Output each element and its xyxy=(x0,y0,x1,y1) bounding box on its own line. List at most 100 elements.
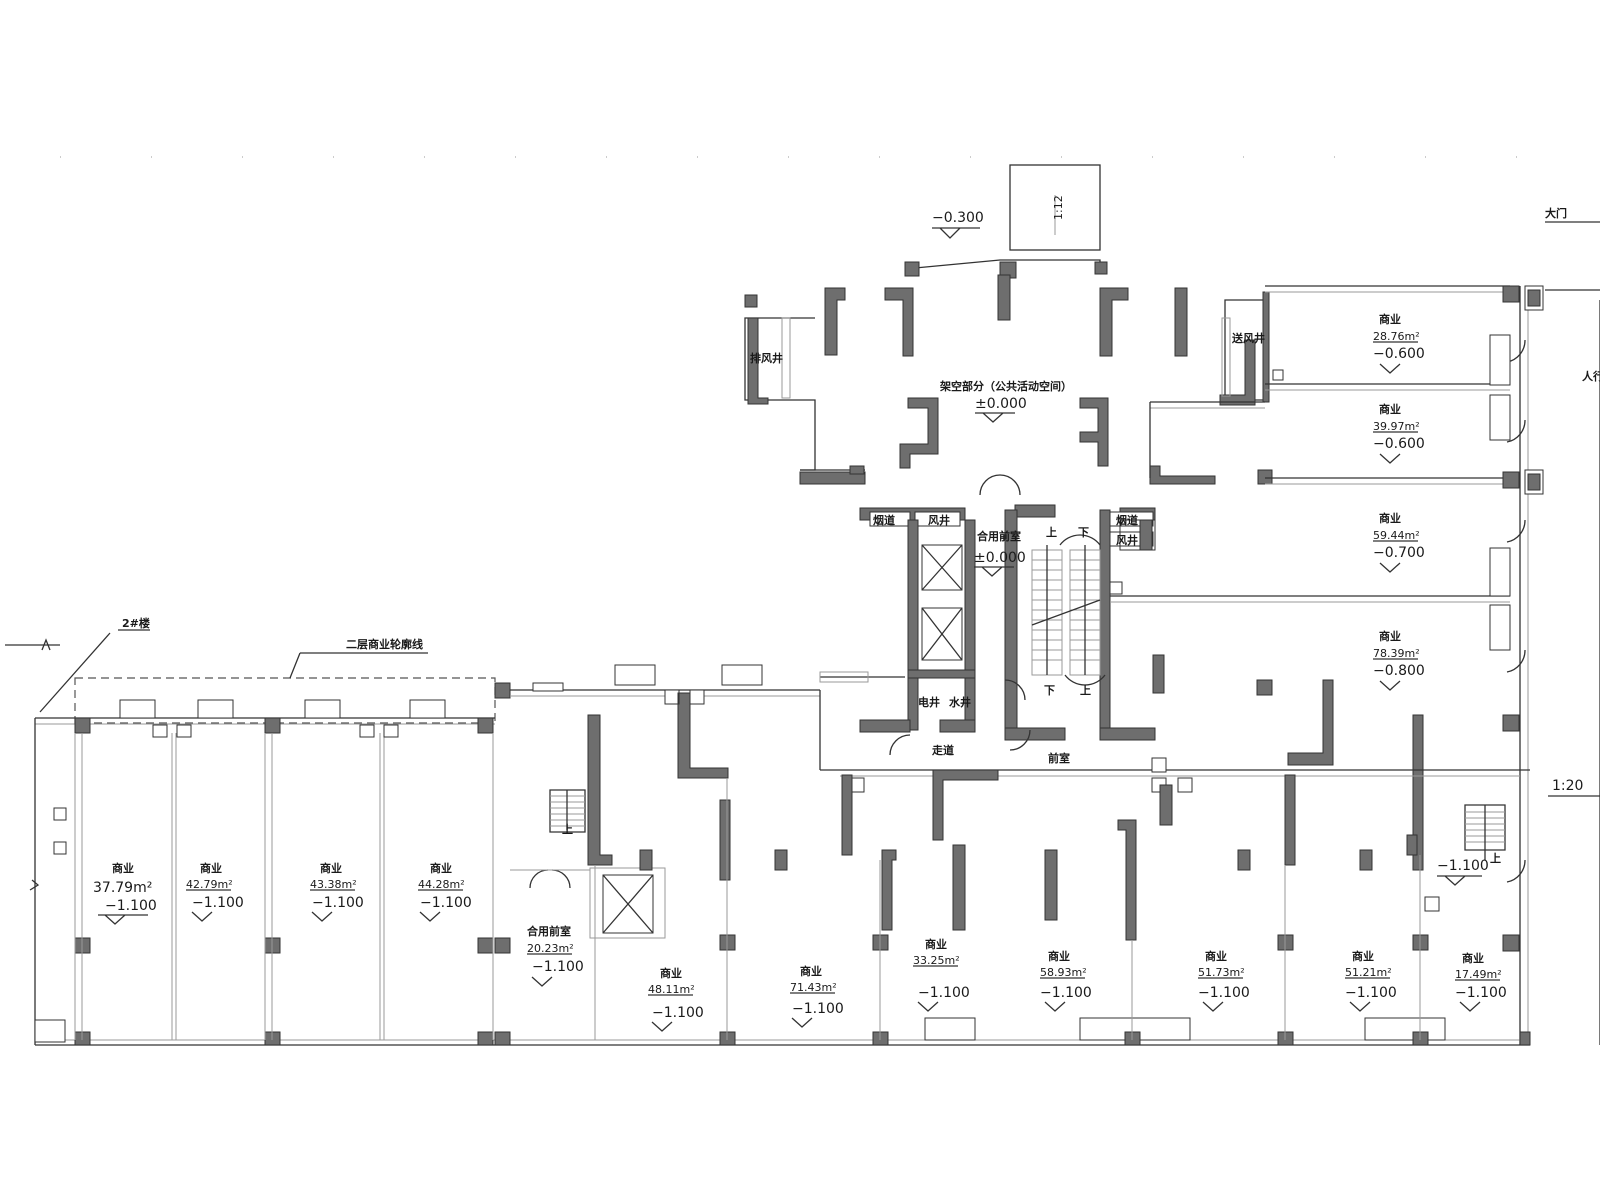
ramp-top xyxy=(1009,164,1101,251)
svg-text:39.97m²: 39.97m² xyxy=(1373,420,1420,433)
right-shop-1: 商业 28.76m² −0.600 xyxy=(1373,312,1425,374)
bottom-shop-4: 商业 58.93m² −1.100 xyxy=(1040,949,1092,1012)
svg-text:17.49m²: 17.49m² xyxy=(1455,968,1502,981)
open-space-level: ±0.000 xyxy=(975,396,1027,412)
svg-text:−0.800: −0.800 xyxy=(1373,663,1425,679)
svg-text:78.39m²: 78.39m² xyxy=(1373,647,1420,660)
svg-text:商业: 商业 xyxy=(1205,949,1227,963)
svg-text:商业: 商业 xyxy=(112,861,134,875)
stair-right-up: 上 xyxy=(1490,851,1501,865)
svg-text:商业: 商业 xyxy=(1379,629,1401,643)
svg-text:43.38m²: 43.38m² xyxy=(310,878,357,891)
svg-text:37.79m²: 37.79m² xyxy=(93,880,152,896)
bottom-shop-5: 商业 51.73m² −1.100 xyxy=(1198,949,1250,1012)
left-shop-3: 商业 43.38m² −1.100 xyxy=(310,861,364,922)
water-shaft-label: 水井 xyxy=(949,695,971,709)
svg-text:59.44m²: 59.44m² xyxy=(1373,529,1420,542)
stair-left-up: 上 xyxy=(562,822,573,836)
ramp-top-label: 1:12 xyxy=(1052,195,1065,220)
svg-text:−1.100: −1.100 xyxy=(420,895,472,911)
shared-lobby-bottom: 合用前室 20.23m² −1.100 xyxy=(527,924,584,987)
bottom-band: 上 上 −1.100 xyxy=(510,664,1531,1046)
svg-text:−0.600: −0.600 xyxy=(1373,346,1425,362)
svg-text:商业: 商业 xyxy=(800,964,822,978)
svg-text:−1.100: −1.100 xyxy=(312,895,364,911)
svg-text:商业: 商业 xyxy=(1379,511,1401,525)
left-shop-2: 商业 42.79m² −1.100 xyxy=(186,861,244,922)
svg-text:商业: 商业 xyxy=(430,861,452,875)
svg-text:28.76m²: 28.76m² xyxy=(1373,330,1420,343)
supply-shaft-label: 送风井 xyxy=(1231,331,1265,345)
bottom-shop-3: 商业 33.25m² −1.100 xyxy=(913,937,970,1012)
svg-text:商业: 商业 xyxy=(200,861,222,875)
open-space-block xyxy=(744,164,1273,485)
svg-text:商业: 商业 xyxy=(320,861,342,875)
stair-right xyxy=(1464,804,1506,860)
air-shaft-right-label: 风井 xyxy=(1116,533,1138,547)
svg-text:商业: 商业 xyxy=(1379,312,1401,326)
shared-lobby-level: ±0.000 xyxy=(974,550,1026,566)
front-room-label: 前室 xyxy=(1048,751,1070,765)
open-space-label: 架空部分（公共活动空间） xyxy=(939,379,1072,393)
svg-text:−1.100: −1.100 xyxy=(192,895,244,911)
stair-down-b: 下 xyxy=(1044,684,1055,697)
stair-right-level: −1.100 xyxy=(1437,858,1489,874)
svg-text:商业: 商业 xyxy=(1462,951,1484,965)
stair-up-b: 上 xyxy=(1080,683,1091,697)
bottom-shop-7: 商业 17.49m² −1.100 xyxy=(1455,951,1507,1012)
svg-text:商业: 商业 xyxy=(1379,402,1401,416)
svg-text:20.23m²: 20.23m² xyxy=(527,942,574,955)
ramp-right-label: 1:20 xyxy=(1552,778,1583,794)
right-shop-2: 商业 39.97m² −0.600 xyxy=(1373,402,1425,464)
svg-text:商业: 商业 xyxy=(925,937,947,951)
bottom-shop-6: 商业 51.21m² −1.100 xyxy=(1345,949,1397,1012)
svg-text:51.21m²: 51.21m² xyxy=(1345,966,1392,979)
building2-label: 2#楼 xyxy=(122,616,150,630)
right-shop-3: 商业 59.44m² −0.700 xyxy=(1373,511,1425,573)
svg-text:42.79m²: 42.79m² xyxy=(186,878,233,891)
svg-text:58.93m²: 58.93m² xyxy=(1040,966,1087,979)
svg-text:−1.100: −1.100 xyxy=(918,985,970,1001)
left-shop-1: 商业 37.79m² −1.100 xyxy=(93,861,157,925)
partial-right-label: 人行 xyxy=(1582,369,1600,383)
elev-top: −0.300 xyxy=(932,210,984,226)
svg-text:−1.100: −1.100 xyxy=(1345,985,1397,1001)
second-floor-outline xyxy=(74,677,496,724)
main-gate-label: 大门 xyxy=(1545,206,1567,220)
stair-down-a: 下 xyxy=(1078,526,1089,539)
svg-text:−1.100: −1.100 xyxy=(1198,985,1250,1001)
svg-text:−0.700: −0.700 xyxy=(1373,545,1425,561)
shared-lobby-label: 合用前室 xyxy=(977,529,1021,543)
svg-text:商业: 商业 xyxy=(660,966,682,980)
svg-text:51.73m²: 51.73m² xyxy=(1198,966,1245,979)
right-shop-4: 商业 78.39m² −0.800 xyxy=(1373,629,1425,691)
svg-text:44.28m²: 44.28m² xyxy=(418,878,465,891)
left-shop-4: 商业 44.28m² −1.100 xyxy=(418,861,472,922)
svg-text:71.43m²: 71.43m² xyxy=(790,981,837,994)
svg-text:−1.100: −1.100 xyxy=(1040,985,1092,1001)
svg-text:33.25m²: 33.25m² xyxy=(913,954,960,967)
svg-text:−0.600: −0.600 xyxy=(1373,436,1425,452)
left-wing xyxy=(5,632,1530,1046)
smoke-duct-left-label: 烟道 xyxy=(873,513,895,527)
svg-text:商业: 商业 xyxy=(1352,949,1374,963)
right-shops-block xyxy=(1109,285,1600,1045)
elec-shaft-label: 电井 xyxy=(918,695,940,709)
svg-text:48.11m²: 48.11m² xyxy=(648,983,695,996)
core-block xyxy=(819,474,1156,756)
svg-text:−1.100: −1.100 xyxy=(652,1005,704,1021)
svg-text:−1.100: −1.100 xyxy=(1455,985,1507,1001)
outline-note: 二层商业轮廓线 xyxy=(346,637,423,651)
bottom-shop-2: 商业 71.43m² −1.100 xyxy=(790,964,844,1028)
svg-text:−1.100: −1.100 xyxy=(532,959,584,975)
bottom-shop-1: 商业 48.11m² −1.100 xyxy=(648,966,704,1032)
exhaust-shaft-label: 排风井 xyxy=(750,351,783,365)
svg-text:−1.100: −1.100 xyxy=(792,1001,844,1017)
stair-left xyxy=(549,789,586,833)
svg-text:合用前室: 合用前室 xyxy=(527,924,571,938)
svg-text:−1.100: −1.100 xyxy=(105,898,157,914)
smoke-duct-right-label: 烟道 xyxy=(1116,513,1138,527)
stair-up-a: 上 xyxy=(1046,525,1057,539)
air-shaft-label: 风井 xyxy=(928,513,950,527)
